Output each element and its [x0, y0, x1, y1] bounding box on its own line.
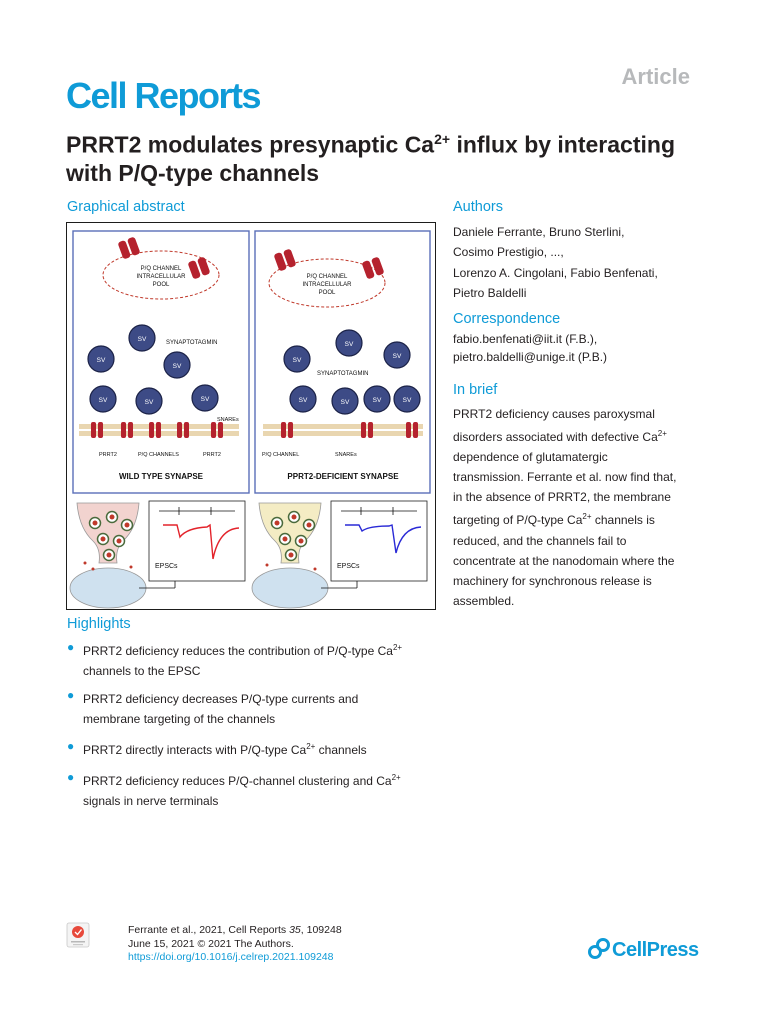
highlight-text-fragment: PRRT2 deficiency reduces P/Q-channel clu… [83, 774, 392, 788]
cellpress-mark-icon [588, 938, 610, 959]
highlight-text-fragment: PRRT2 deficiency reduces the contributio… [83, 644, 393, 658]
bullet-icon: ● [67, 640, 75, 654]
ko-terminal-illustration [251, 502, 329, 609]
highlight-text: PRRT2 deficiency reduces the contributio… [83, 638, 443, 681]
wt-epscs-label: EPSCs [155, 563, 178, 570]
highlight-line-2: membrane targeting of the channels [83, 711, 276, 726]
doi-link[interactable]: https://doi.org/10.1016/j.celrep.2021.10… [128, 951, 334, 964]
wt-pool-label-1: P/Q CHANNEL [141, 266, 182, 272]
title-superscript: 2+ [434, 131, 451, 147]
wt-terminal-illustration [69, 502, 147, 609]
highlight-text-fragment: channels [315, 743, 367, 757]
citation-volume: 35 [289, 924, 301, 936]
journal-logo: Cell Reports [66, 75, 262, 116]
authors-line: Daniele Ferrante, Bruno Sterlini, [453, 225, 625, 239]
highlight-superscript: 2+ [392, 643, 403, 652]
graphical-abstract-svg: SV P/Q CHANNEL [69, 230, 431, 609]
authors-line: Pietro Baldelli [453, 286, 527, 301]
ko-panel-title: PPRT2-DEFICIENT SYNAPSE [287, 472, 399, 481]
in-brief-superscript: 2+ [657, 429, 667, 439]
wt-epsc-trace-panel: EPSCs [148, 500, 246, 582]
title-part-2: influx by interacting with P/Q-type chan… [66, 131, 675, 186]
article-title: PRRT2 modulates presynaptic Ca2+ influx … [66, 125, 686, 187]
in-brief-line: targeting of P/Q-type Ca2+ channels is [453, 507, 713, 530]
graphical-abstract-figure: SV P/Q CHANNEL [66, 222, 436, 610]
in-brief-line: dependence of glutamatergic [453, 450, 608, 465]
highlight-superscript: 2+ [391, 773, 401, 782]
in-brief-text-fragment: channels is [591, 513, 655, 528]
in-brief-line: concentrate at the nanodomain where the [453, 553, 675, 568]
in-brief-heading: In brief [453, 382, 498, 398]
wild-type-panel: P/Q CHANNEL INTRACELLULAR POOL SYNAPTOTA… [72, 230, 250, 494]
ko-membrane-label-2: SNAREs [335, 452, 357, 458]
prrt2-deficient-panel: P/Q CHANNEL INTRACELLULAR POOL SYNAPTOTA… [254, 230, 431, 494]
wt-pool-label-3: POOL [153, 282, 170, 288]
citation-block: Ferrante et al., 2021, Cell Reports 35, … [128, 924, 458, 965]
bullet-icon: ● [67, 770, 75, 784]
ko-pool-label-1: P/Q CHANNEL [307, 274, 348, 280]
check-for-updates-icon[interactable] [66, 922, 90, 948]
ko-pool-label-2: INTRACELLULAR [302, 282, 352, 288]
highlight-text: PRRT2 deficiency reduces P/Q-channel clu… [83, 768, 443, 811]
wt-synaptotagmin-label: SYNAPTOTAGMIN [166, 340, 217, 346]
correspondence-email-pb[interactable]: pietro.baldelli@unige.it (P.B.) [453, 349, 608, 364]
wt-membrane-label-1: PRRT2 [99, 452, 117, 458]
highlight-text-fragment: PRRT2 deficiency decreases P/Q-type curr… [83, 692, 359, 706]
publication-date: June 15, 2021 © 2021 The Authors. [128, 937, 294, 950]
ko-membrane-label-1: P/Q CHANNEL [262, 452, 299, 458]
title-part-1: PRRT2 modulates presynaptic Ca [66, 131, 435, 158]
wt-membrane-label-2: P/Q CHANNELS [138, 452, 179, 458]
in-brief-line: transmission. Ferrante et al. now find t… [453, 470, 677, 485]
ko-pool-label-3: POOL [319, 290, 336, 296]
authors-heading: Authors [453, 199, 503, 215]
bullet-icon: ● [67, 739, 75, 753]
correspondence-email-fb[interactable]: fabio.benfenati@iit.it (F.B.), [453, 332, 598, 346]
cellpress-logo: CellPress [588, 938, 699, 962]
highlight-text-fragment: PRRT2 directly interacts with P/Q-type C… [83, 743, 307, 757]
in-brief-line: disorders associated with defective Ca2+ [453, 424, 713, 447]
correspondence-heading: Correspondence [453, 311, 561, 327]
ko-epsc-trace-panel: EPSCs [330, 500, 428, 582]
highlight-text: PRRT2 directly interacts with P/Q-type C… [83, 737, 443, 761]
correspondence-emails: fabio.benfenati@iit.it (F.B.), pietro.ba… [453, 331, 713, 366]
highlight-line-2: signals in nerve terminals [83, 793, 219, 808]
in-brief-text-fragment: targeting of P/Q-type Ca [453, 513, 583, 528]
authors-line: Lorenzo A. Cingolani, Fabio Benfenati, [453, 265, 658, 280]
citation-line: Ferrante et al., 2021, Cell Reports 35, … [128, 924, 458, 938]
in-brief-line: machinery for synchronous release is [453, 573, 652, 588]
wt-pool-label-2: INTRACELLULAR [136, 274, 186, 280]
ko-synaptotagmin-label: SYNAPTOTAGMIN [317, 371, 368, 377]
citation-text: Ferrante et al., 2021, Cell Reports [128, 924, 290, 936]
article-type-label: Article [621, 64, 690, 89]
wt-membrane-label-3: PRRT2 [203, 452, 221, 458]
bullet-icon: ● [67, 688, 75, 702]
in-brief-line: reduced, and the channels fail to [453, 533, 627, 548]
ko-epscs-label: EPSCs [337, 563, 360, 570]
in-brief-text-fragment: disorders associated with defective Ca [453, 430, 658, 445]
wt-snares-label: SNAREs [217, 417, 239, 423]
highlight-superscript: 2+ [306, 742, 316, 751]
wt-panel-title: WILD TYPE SYNAPSE [119, 472, 204, 481]
cellpress-wordmark: CellPress [612, 939, 699, 961]
authors-list: Daniele Ferrante, Bruno Sterlini, Cosimo… [453, 222, 713, 304]
authors-line: Cosimo Prestigio, ..., [453, 245, 564, 260]
in-brief-line: PRRT2 deficiency causes paroxysmal [453, 407, 655, 421]
highlight-line-2: channels to the EPSC [83, 663, 201, 678]
in-brief-superscript: 2+ [582, 512, 592, 522]
graphical-abstract-heading: Graphical abstract [67, 199, 185, 215]
in-brief-line: assembled. [453, 593, 515, 608]
highlights-heading: Highlights [67, 616, 131, 632]
in-brief-line: in the absence of PRRT2, the membrane [453, 490, 671, 505]
in-brief-text: PRRT2 deficiency causes paroxysmal disor… [453, 404, 713, 611]
highlight-text: PRRT2 deficiency decreases P/Q-type curr… [83, 686, 443, 729]
citation-text: , 109248 [300, 924, 342, 936]
